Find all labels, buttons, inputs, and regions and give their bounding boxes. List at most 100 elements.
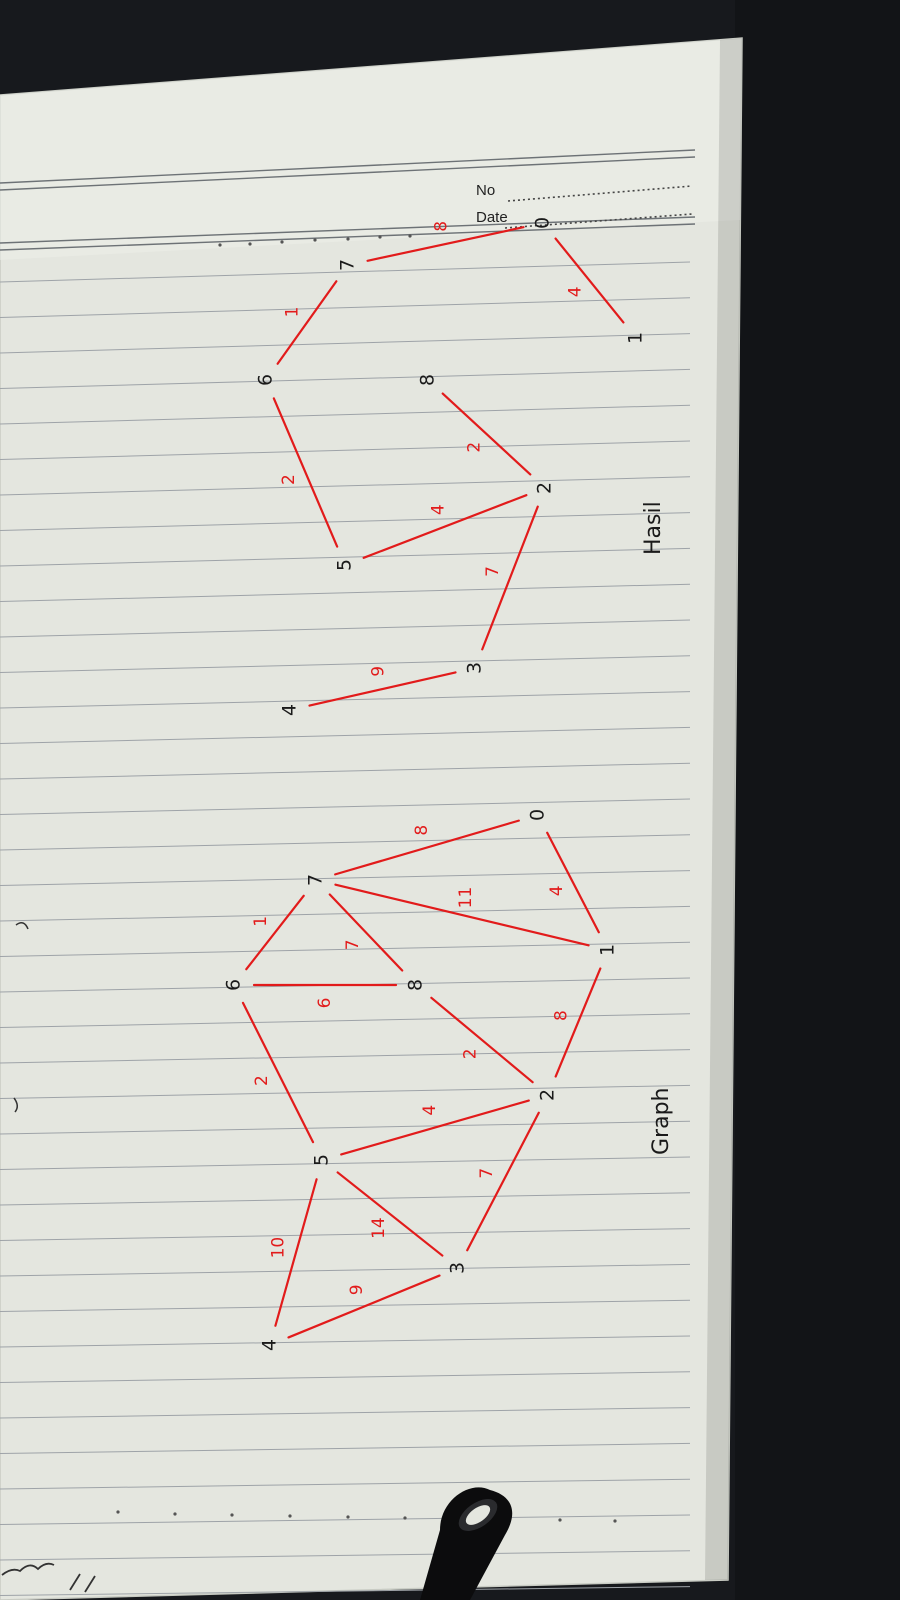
ruled-line — [0, 762, 691, 780]
graph-node-7: 7 — [305, 874, 327, 886]
result-node-1: 1 — [625, 332, 647, 344]
graph-edge-weight: 14 — [369, 1217, 389, 1239]
ruled-line — [0, 798, 691, 815]
graph-node-0: 0 — [527, 809, 549, 821]
ruled-line — [0, 440, 691, 460]
header-rule — [0, 149, 696, 251]
graph-edge-6-5 — [241, 1001, 315, 1144]
date-label: Date — [476, 209, 508, 226]
ruled-line — [0, 1478, 691, 1490]
graph-node-6: 6 — [223, 979, 245, 991]
ruled-line — [0, 1371, 691, 1383]
ruled-line — [0, 905, 691, 922]
notebook-paper — [0, 38, 742, 1600]
result-node-2: 2 — [534, 482, 556, 494]
margin-scribble — [1, 1562, 55, 1576]
graph-edge-1-7 — [334, 883, 590, 947]
graph-edge-2-5 — [340, 1099, 530, 1156]
result-node-3: 3 — [464, 662, 486, 674]
ruled-line — [0, 1586, 691, 1596]
paper-shadow — [705, 38, 742, 1580]
result-edge-2-5 — [362, 494, 528, 559]
graph-edge-weight: 1 — [251, 916, 271, 927]
ruled-line — [0, 1442, 691, 1454]
margin-dots — [116, 234, 617, 1523]
ruled-line — [0, 512, 691, 531]
ruled-line — [0, 691, 691, 709]
result-edge-2-3 — [481, 505, 539, 651]
result-edge-weight: 4 — [566, 286, 586, 297]
graph-edge-weight: 2 — [252, 1075, 272, 1086]
graph-node-1: 1 — [597, 944, 619, 956]
paper-highlight — [0, 38, 742, 260]
ruled-lines — [0, 261, 691, 1596]
graph-node-5: 5 — [311, 1154, 333, 1166]
ruled-line — [0, 655, 691, 673]
graph-edge-7-6 — [245, 894, 305, 971]
result-node-5: 5 — [334, 559, 356, 571]
ruled-line — [0, 1550, 691, 1561]
ruled-line — [0, 547, 691, 567]
ruled-line — [0, 870, 691, 886]
graph-edge-weight: 4 — [547, 885, 567, 896]
graph-edge-3-4 — [287, 1274, 441, 1339]
result-nodes: 0 1 2 3 4 5 6 7 8 — [255, 217, 647, 716]
graph-edge-weight: 9 — [347, 1284, 367, 1295]
date-dotted-line — [504, 213, 693, 229]
result-edge-weight: 1 — [282, 307, 302, 318]
graph-edge-7-8 — [328, 893, 404, 972]
result-node-4: 4 — [279, 704, 301, 716]
ruled-line — [0, 1013, 691, 1028]
ruled-line — [0, 404, 691, 425]
graph-edge-weight: 11 — [456, 887, 476, 909]
graph-edge-weight: 2 — [461, 1048, 481, 1059]
result-edge-0-7 — [366, 226, 525, 262]
ruled-line — [0, 1192, 691, 1206]
graph-node-2: 2 — [537, 1089, 559, 1101]
result-node-7: 7 — [337, 259, 359, 271]
result-edge-weight: 2 — [464, 442, 484, 453]
result-edge-7-6 — [276, 280, 338, 365]
graph-edge-weight: 10 — [269, 1237, 289, 1259]
graph-node-8: 8 — [405, 979, 427, 991]
ruled-line — [0, 1156, 691, 1170]
result-edge-0-1 — [554, 237, 625, 324]
graph-edge-weight: 7 — [343, 939, 363, 950]
ruled-line — [0, 1120, 691, 1135]
ruled-line — [0, 1228, 691, 1241]
ruled-line — [0, 941, 691, 957]
ruled-line — [0, 726, 691, 744]
graph-node-4: 4 — [259, 1339, 281, 1351]
ruled-line — [0, 1299, 691, 1312]
graph-edge-8-2 — [430, 996, 534, 1084]
ruled-line — [0, 619, 691, 638]
graph-caption: Graph — [649, 1088, 674, 1155]
graph-nodes: 0 1 2 3 4 5 6 7 8 — [223, 809, 619, 1351]
stray-mark — [13, 1097, 18, 1113]
graph-edge-weight: 4 — [420, 1105, 440, 1116]
fabric-surface — [735, 0, 900, 1600]
ruled-line — [0, 583, 691, 602]
graph-edge-weight: 7 — [477, 1168, 497, 1179]
result-node-6: 6 — [255, 374, 277, 386]
ruled-line — [0, 834, 691, 851]
ruled-line — [0, 1514, 691, 1525]
ruled-line — [0, 368, 691, 389]
result-edge-weight: 4 — [429, 504, 449, 515]
ruled-line — [0, 297, 691, 318]
result-node-0: 0 — [532, 217, 554, 229]
graph-edge-0-7 — [334, 819, 520, 876]
ruled-line — [0, 1407, 691, 1419]
result-edge-weight: 8 — [432, 221, 452, 232]
result-edge-weight: 7 — [483, 566, 503, 577]
graph-edge-5-3 — [336, 1171, 444, 1257]
result-edge-8-2 — [441, 392, 532, 476]
no-label: No — [476, 182, 495, 199]
ruled-line — [0, 1049, 691, 1064]
stray-mark — [15, 922, 29, 930]
graph-node-3: 3 — [447, 1262, 469, 1274]
binder-clip — [420, 1487, 513, 1600]
result-edge-weight: 9 — [369, 666, 389, 677]
